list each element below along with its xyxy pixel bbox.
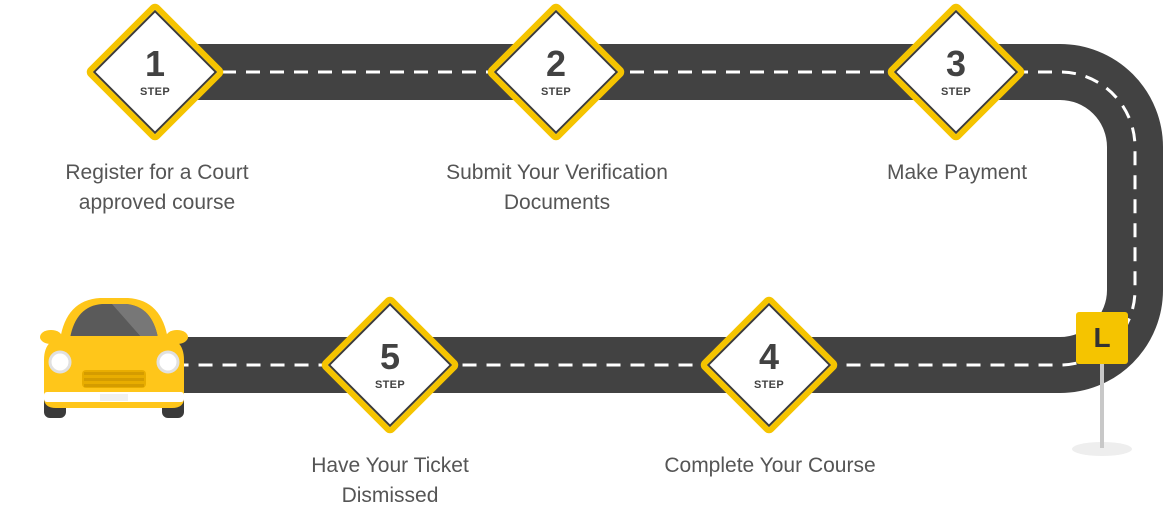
step-5-sign: 5 STEP [319,294,461,436]
caption-line: Submit Your Verification [446,161,668,184]
step-2-caption: Submit Your Verification Documents [417,158,697,218]
caption-line: Make Payment [886,161,1028,184]
step-2-sign: 2 STEP [485,1,627,143]
step-number: 2 [545,43,567,84]
caption-line: Documents [503,191,611,214]
step-1-caption: Register for a Court approved course [17,158,297,218]
step-label: STEP [541,86,571,98]
step-number: 4 [758,336,780,377]
caption-line: Register for a Court [65,161,249,184]
step-label: STEP [941,86,971,98]
step-5-caption: Have Your Ticket Dismissed [250,451,530,511]
caption-line: Dismissed [341,484,439,507]
step-number: 5 [379,336,401,377]
step-4-caption: Complete Your Course [630,451,910,481]
step-label: STEP [754,379,784,391]
learner-sign: L [1076,312,1128,364]
step-number: 1 [144,43,166,84]
caption-line: approved course [78,191,236,214]
step-4-sign: 4 STEP [698,294,840,436]
caption-line: Complete Your Course [664,454,876,477]
step-3-sign: 3 STEP [885,1,1027,143]
sign-base [1072,442,1132,456]
step-3-caption: Make Payment [817,158,1097,188]
caption-line: Have Your Ticket [311,454,469,477]
sign-pole [1100,362,1104,448]
step-number: 3 [945,43,967,84]
step-label: STEP [375,379,405,391]
step-label: STEP [140,86,170,98]
step-1-sign: 1 STEP [84,1,226,143]
car-icon [40,298,188,418]
